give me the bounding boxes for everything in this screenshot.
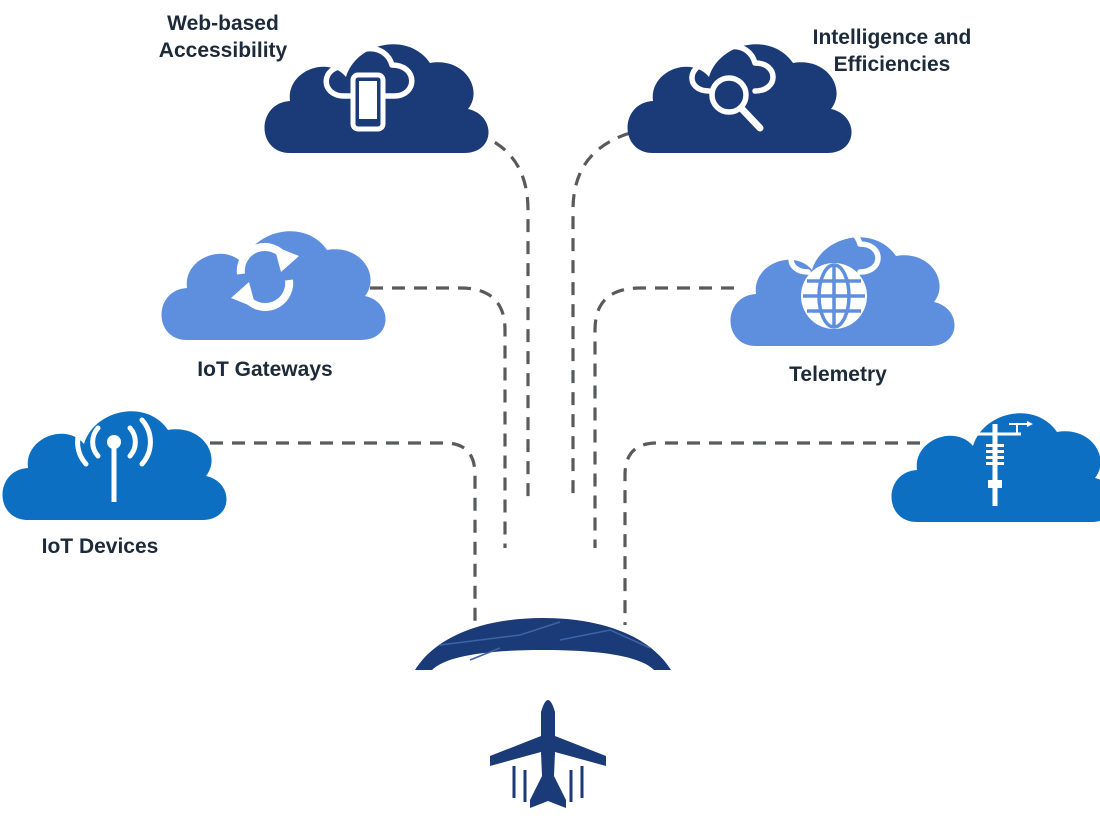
antenna-icon <box>75 417 153 502</box>
weather-station-icon <box>968 419 1033 506</box>
label-iot-devices: IoT Devices <box>41 535 159 558</box>
airplane-icon <box>490 700 606 808</box>
label-intelligence-line1: Intelligence and <box>812 26 972 49</box>
label-web-accessibility-line1: Web-based <box>167 12 279 35</box>
cloud-iot-gateways <box>161 231 386 340</box>
sync-arrows-icon <box>231 242 299 312</box>
hub-arc-platform <box>415 618 671 670</box>
connector-telemetry <box>593 286 734 548</box>
cloud-web-accessibility <box>264 44 489 153</box>
label-telemetry: Telemetry <box>789 363 887 386</box>
cloud-telemetry <box>730 224 955 346</box>
cloud-iot-devices <box>2 411 227 520</box>
label-iot-gateways: IoT Gateways <box>197 358 333 381</box>
connector-web-accessibility <box>474 131 530 500</box>
connector-intelligence <box>571 131 631 500</box>
cloud-weather-station <box>891 413 1100 522</box>
label-web-accessibility-line2: Accessibility <box>158 39 288 62</box>
globe-icon <box>788 224 881 329</box>
smartphone-icon <box>323 46 415 132</box>
label-intelligence-line2: Efficiencies <box>833 53 951 76</box>
label-web-accessibility: Web-based Accessibility <box>148 10 298 64</box>
label-intelligence: Intelligence and Efficiencies <box>795 24 989 78</box>
connector-weather-station <box>623 441 920 625</box>
magnifier-icon <box>689 43 776 132</box>
connector-iot-gateways <box>370 286 507 548</box>
cloud-intelligence <box>627 43 852 153</box>
connector-iot-devices <box>188 441 477 625</box>
